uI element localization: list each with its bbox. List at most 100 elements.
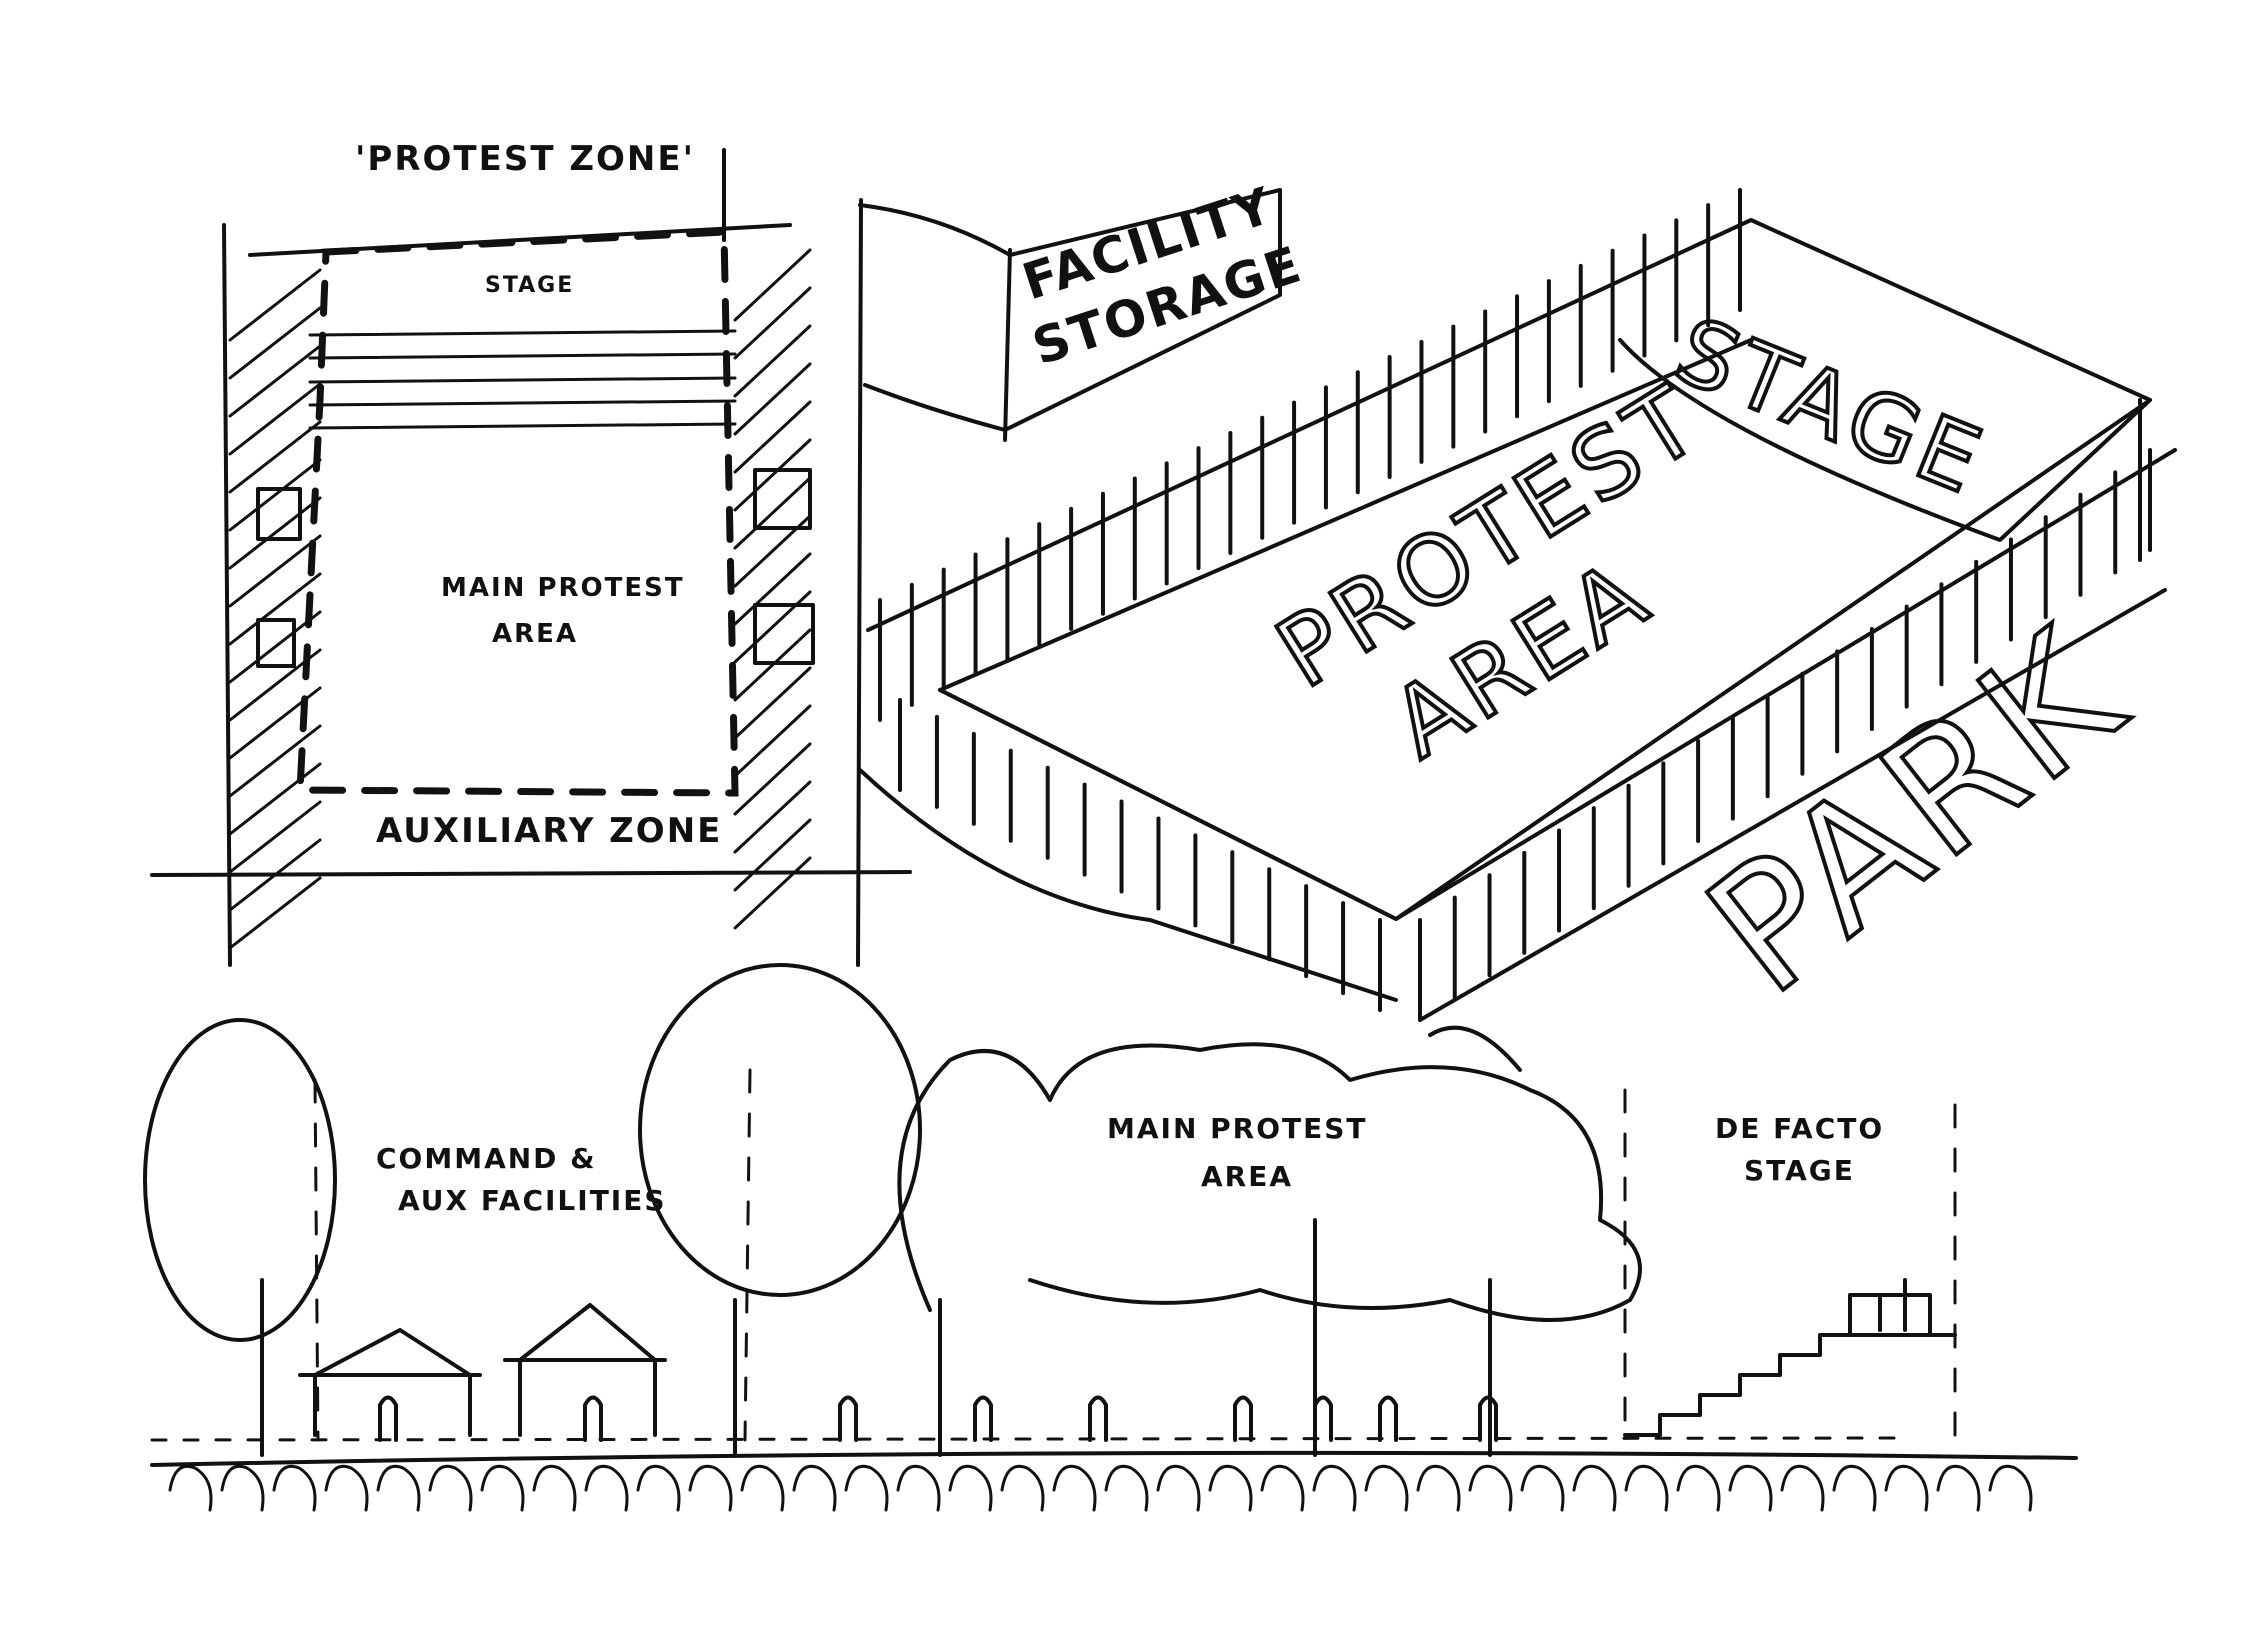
de-facto-stage-label-2: STAGE	[1744, 1154, 1855, 1187]
soil-stroke	[740, 1464, 785, 1512]
soil-stroke	[1416, 1464, 1461, 1512]
soil-stroke	[428, 1464, 473, 1512]
soil-stroke	[1260, 1464, 1305, 1512]
soil-hatch	[168, 1464, 2033, 1512]
person-icon	[1088, 1395, 1108, 1442]
sketch-stroke	[733, 590, 812, 664]
tree-icon	[638, 963, 922, 1297]
soil-stroke	[1520, 1464, 1565, 1512]
soil-stroke	[220, 1464, 265, 1512]
soil-stroke	[324, 1464, 369, 1512]
sketch-stroke	[733, 704, 812, 778]
sketch-stroke	[228, 534, 322, 608]
sketch-stroke	[308, 352, 737, 360]
protest-zone-title: 'PROTEST ZONE'	[355, 139, 695, 179]
sketch-stroke	[733, 552, 812, 626]
perspective-view: FACILITY STORAGE PROTEST AREA STAGE PARK	[858, 176, 2177, 1034]
sketch-stroke	[228, 306, 322, 380]
protest-zone-boundary	[296, 228, 739, 797]
person-icon	[583, 1395, 603, 1442]
de-facto-stage-label: DE FACTO	[1715, 1112, 1884, 1145]
sketch-stroke	[308, 329, 737, 337]
soil-stroke	[1312, 1464, 1357, 1512]
soil-stroke	[584, 1464, 629, 1512]
soil-stroke	[532, 1464, 577, 1512]
sketch-stroke	[228, 572, 322, 646]
soil-stroke	[636, 1464, 681, 1512]
facility-box	[753, 603, 815, 665]
sketch-stroke	[228, 724, 322, 798]
soil-stroke	[1156, 1464, 1201, 1512]
person-icon	[838, 1395, 858, 1442]
sketch-stroke	[733, 742, 812, 816]
soil-stroke	[1000, 1464, 1045, 1512]
soil-stroke	[480, 1464, 525, 1512]
command-label: COMMAND &	[376, 1142, 597, 1175]
sketch-stroke	[228, 762, 322, 836]
soil-stroke	[1364, 1464, 1409, 1512]
soil-stroke	[272, 1464, 317, 1512]
stage-lines	[308, 329, 737, 430]
soil-stroke	[1832, 1464, 1877, 1512]
sketch-stroke	[733, 666, 812, 740]
person-icon	[973, 1395, 993, 1442]
sketch-stroke	[228, 610, 322, 684]
sketch-stroke	[733, 362, 812, 436]
soil-stroke	[896, 1464, 941, 1512]
soil-stroke	[168, 1464, 213, 1512]
sketch-stroke	[733, 818, 812, 892]
soil-stroke	[1052, 1464, 1097, 1512]
sketch-stroke	[733, 286, 812, 360]
section-view: COMMAND & AUX FACILITIES MAIN PROTEST AR…	[143, 963, 2078, 1512]
perspective-stage-label: STAGE	[1662, 298, 2000, 516]
plan-main-area-label: MAIN PROTEST	[441, 573, 685, 603]
sketch-stroke	[308, 422, 737, 430]
person-icon	[378, 1395, 398, 1442]
sketch-stroke	[228, 458, 322, 532]
facility-box	[753, 468, 812, 530]
soil-stroke	[1988, 1464, 2033, 1512]
tent-icon	[298, 1328, 482, 1437]
sketch-stroke	[733, 324, 812, 398]
plan-view: 'PROTEST ZONE' STAGE MAIN PROTEST AREA A…	[150, 139, 912, 967]
soil-stroke	[1936, 1464, 1981, 1512]
sketch-stroke	[733, 476, 812, 550]
person-icon	[1378, 1395, 1398, 1442]
soil-stroke	[1104, 1464, 1149, 1512]
tree-canopy	[897, 1042, 1642, 1322]
people-figures	[378, 1395, 1498, 1442]
sketch-stroke	[733, 400, 812, 474]
sketch-stroke	[228, 268, 322, 342]
soil-stroke	[1208, 1464, 1253, 1512]
soil-stroke	[1624, 1464, 1669, 1512]
sketch-stroke	[733, 248, 812, 322]
sketch-stroke	[228, 382, 322, 456]
sketch-stroke	[228, 876, 322, 950]
ground-line	[150, 1450, 2078, 1467]
soil-stroke	[1676, 1464, 1721, 1512]
section-main-area-label: MAIN PROTEST	[1107, 1112, 1368, 1145]
wall-hatch	[878, 188, 2152, 1022]
sketch-stroke	[228, 420, 322, 494]
soil-stroke	[1728, 1464, 1773, 1512]
soil-stroke	[844, 1464, 889, 1512]
sketch-stroke	[228, 838, 322, 912]
auxiliary-hatch-right	[733, 248, 812, 930]
person-icon	[1313, 1395, 1333, 1442]
person-icon	[1233, 1395, 1253, 1442]
protest-area-platform	[866, 218, 2152, 921]
soil-stroke	[1884, 1464, 1929, 1512]
soil-stroke	[1468, 1464, 1513, 1512]
sketch-stroke	[228, 496, 322, 570]
park-label: PARK	[1673, 592, 2159, 1032]
plan-stage-label: STAGE	[485, 273, 574, 298]
facility-storage-box	[858, 188, 1282, 432]
plan-main-area-label-2: AREA	[492, 619, 578, 649]
sketch-stroke	[733, 780, 812, 854]
facility-box	[256, 618, 296, 668]
soil-stroke	[688, 1464, 733, 1512]
sketch-stroke	[228, 800, 322, 874]
auxiliary-zone-label: AUXILIARY ZONE	[376, 811, 722, 851]
command-label-2: AUX FACILITIES	[398, 1184, 667, 1217]
